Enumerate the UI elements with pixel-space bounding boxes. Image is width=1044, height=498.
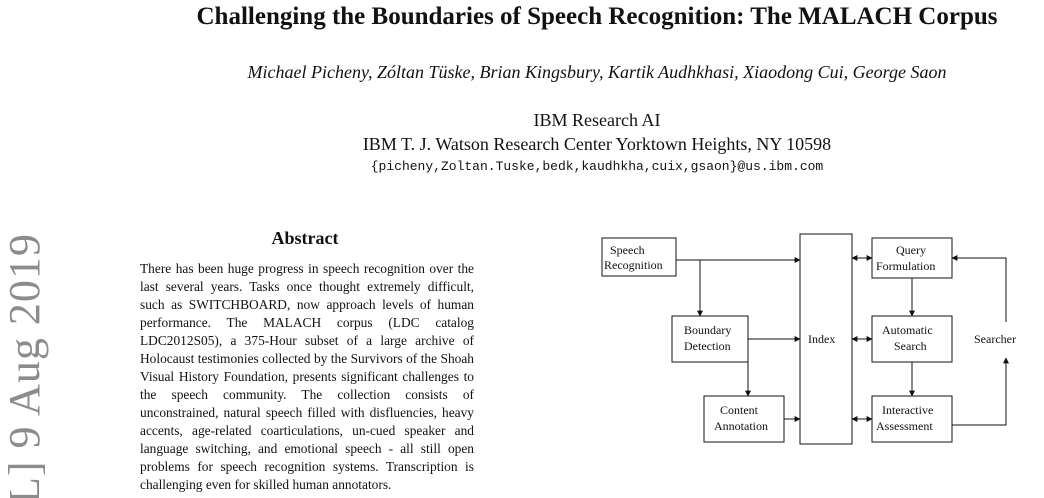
edge-searcher-to-query <box>951 255 1007 322</box>
label-searcher: Searcher <box>974 332 1016 346</box>
abstract-body: There has been huge progress in speech r… <box>140 261 474 492</box>
label-boundary-1: Boundary <box>684 323 731 337</box>
affiliation-line-2: IBM T. J. Watson Research Center Yorktow… <box>362 134 832 154</box>
arxiv-stamp-text: L] 9 Aug 2019 <box>0 233 49 498</box>
label-automatic-1: Automatic <box>882 323 933 337</box>
arxiv-margin-stamp: L] 9 Aug 2019 <box>0 222 56 498</box>
label-interactive-1: Interactive <box>882 403 933 417</box>
label-query-1: Query <box>896 243 926 257</box>
label-speech-1: Speech <box>610 243 645 257</box>
label-speech-2: Recognition <box>604 258 663 272</box>
label-interactive-2: Assessment <box>876 419 933 433</box>
label-content-1: Content <box>720 403 759 417</box>
system-diagram: Speech Recognition Boundary Detection Co… <box>601 233 1016 445</box>
edge-interactive-to-searcher <box>952 357 1009 426</box>
author-emails: {picheny,Zoltan.Tuske,bedk,kaudhkha,cuix… <box>370 159 824 174</box>
label-content-2: Annotation <box>714 419 768 433</box>
paper-title: Challenging the Boundaries of Speech Rec… <box>196 3 998 30</box>
label-index: Index <box>808 332 835 346</box>
affiliation-line-1: IBM Research AI <box>533 110 661 130</box>
node-speech-recognition <box>601 237 677 277</box>
label-automatic-2: Search <box>894 339 927 353</box>
label-boundary-2: Detection <box>684 339 731 353</box>
paper-authors: Michael Picheny, Zóltan Tüske, Brian Kin… <box>247 62 947 82</box>
label-query-2: Formulation <box>876 259 935 273</box>
abstract-heading: Abstract <box>271 228 339 248</box>
